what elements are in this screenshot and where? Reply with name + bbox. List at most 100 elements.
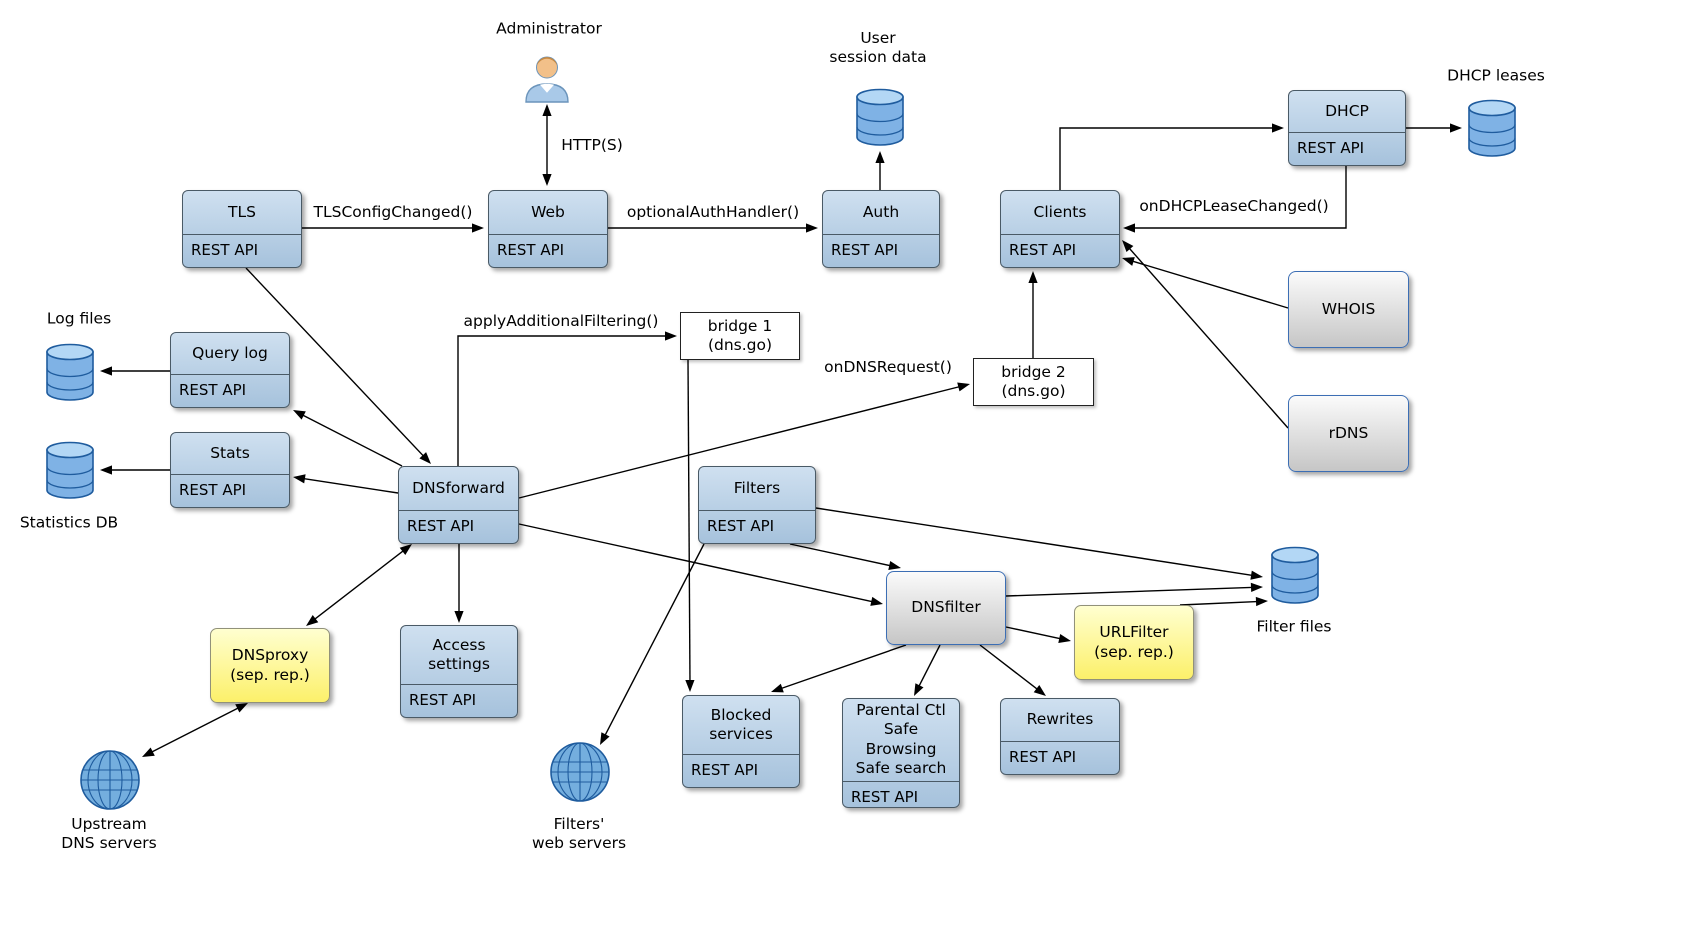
arrowhead-icon [870, 596, 883, 606]
statistics-db-caption: Statistics DB [19, 513, 119, 532]
edge-bridge2-clients [1028, 271, 1038, 358]
edge-urlfilter-filter-files [1179, 596, 1268, 607]
rdns-label: rDNS [1328, 423, 1369, 442]
arrowhead-icon [454, 611, 464, 623]
arrowhead-icon [1450, 123, 1462, 133]
statistics-db-database-icon [44, 441, 96, 503]
arrowhead-icon [665, 331, 677, 341]
edge-label-tls-web: TLSConfigChanged() [313, 203, 473, 221]
arrowhead-icon [1250, 582, 1263, 592]
arrowhead-icon [399, 544, 412, 555]
clients-title: Clients [1033, 202, 1087, 221]
auth-rest-api-label: REST API [823, 234, 939, 267]
edge-label-web-auth: optionalAuthHandler() [626, 203, 800, 221]
edge-dnsfilter-rewrites [979, 644, 1046, 696]
edge-filters-dnsfilter [789, 543, 901, 570]
querylog-rest-api-label: REST API [171, 374, 289, 407]
edge-whois-clients [1122, 257, 1289, 309]
dhcp-leases-caption: DHCP leases [1447, 66, 1545, 85]
edge-label-dhcp-clients: onDHCPLeaseChanged() [1139, 197, 1329, 215]
dnsfilter-label: DNSfilter [911, 598, 981, 617]
edge-rdns-clients [1122, 240, 1289, 429]
arrowhead-icon [1033, 685, 1046, 696]
arrowhead-icon [875, 151, 885, 163]
dnsforward-rest-api-label: REST API [399, 510, 518, 543]
dnsproxy-node: DNSproxy (sep. rep.) [210, 628, 330, 703]
edge-clients-dhcp [1059, 123, 1284, 190]
arrowhead-icon [1255, 596, 1268, 607]
access-title: Access settings [428, 635, 490, 674]
administrator-caption: Administrator [496, 19, 602, 38]
edge-dnsproxy-upstream [142, 703, 248, 757]
arrowhead-icon [472, 223, 484, 233]
auth-title: Auth [862, 202, 900, 221]
dhcp-title: DHCP [1325, 101, 1369, 120]
querylog-title: Query log [192, 343, 268, 362]
edge-dnsforward-stats [293, 474, 399, 494]
arrowhead-icon [1028, 271, 1038, 283]
dnsfilter-node: DNSfilter [886, 571, 1006, 645]
edge-filters-web-servers [600, 543, 705, 745]
dhcp-leases-database-icon [1466, 99, 1518, 161]
edge-filters-filter-files [815, 507, 1263, 580]
bridge1-label: bridge 1 (dns.go) [707, 316, 773, 354]
rdns-node: rDNS [1288, 395, 1409, 472]
arrowhead-icon [1272, 123, 1284, 133]
edge-dnsforward-dnsfilter [518, 523, 883, 606]
administrator-person-icon [522, 52, 572, 108]
parental-rest-api-label: REST API [843, 780, 959, 814]
arrowhead-icon [1123, 223, 1135, 233]
edge-dnsforward-querylog [293, 410, 403, 467]
clients-rest-api-label: REST API [1001, 234, 1119, 267]
arrowhead-icon [957, 382, 970, 392]
arrowhead-icon [306, 615, 319, 626]
arrowhead-icon [685, 680, 695, 692]
rewrites-title: Rewrites [1026, 710, 1094, 729]
arrowhead-icon [1122, 257, 1135, 266]
arrowhead-icon [542, 174, 552, 186]
arrowhead-icon [293, 474, 306, 484]
edge-dnsfilter-blocked [771, 644, 907, 693]
blocked-title: Blocked services [709, 705, 773, 744]
filters-web-servers-globe-icon [548, 740, 612, 808]
log-files-database-icon [44, 343, 96, 405]
edge-label-dnsforward-bridge2: onDNSRequest() [824, 358, 952, 376]
edge-dhcp-clients [1123, 166, 1347, 233]
arrowhead-icon [100, 465, 112, 475]
edge-dnsforward-bridge2 [518, 382, 970, 499]
rewrites-rest-api-label: REST API [1001, 741, 1119, 774]
whois-label: WHOIS [1321, 299, 1376, 318]
bridge1-node: bridge 1 (dns.go) [680, 312, 800, 360]
filter-files-database-icon [1269, 546, 1321, 608]
user-session-data-database-icon [854, 88, 906, 150]
urlfilter-node: URLFilter (sep. rep.) [1074, 605, 1194, 680]
tls-rest-api-label: REST API [183, 234, 301, 267]
dhcp-rest-api-label: REST API [1289, 132, 1405, 165]
edge-querylog-log-files [100, 366, 170, 376]
filters-web-servers-caption: Filters' web servers [531, 815, 627, 852]
arrowhead-icon [1058, 634, 1071, 643]
dhcp-node: DHCP REST API [1288, 90, 1406, 166]
upstream-dns-servers-globe-icon [78, 748, 142, 816]
arrowhead-icon [419, 452, 431, 464]
web-rest-api-label: REST API [489, 234, 607, 267]
edge-dnsforward-bridge1 [457, 331, 677, 466]
arrowhead-icon [142, 747, 155, 757]
dnsproxy-label: DNSproxy (sep. rep.) [230, 646, 310, 684]
arrowhead-icon [100, 366, 112, 376]
arrowhead-icon [888, 561, 901, 570]
edge-administrator-web [542, 104, 552, 186]
log-files-caption: Log files [46, 309, 112, 328]
edge-tls-dnsforward [245, 267, 431, 464]
